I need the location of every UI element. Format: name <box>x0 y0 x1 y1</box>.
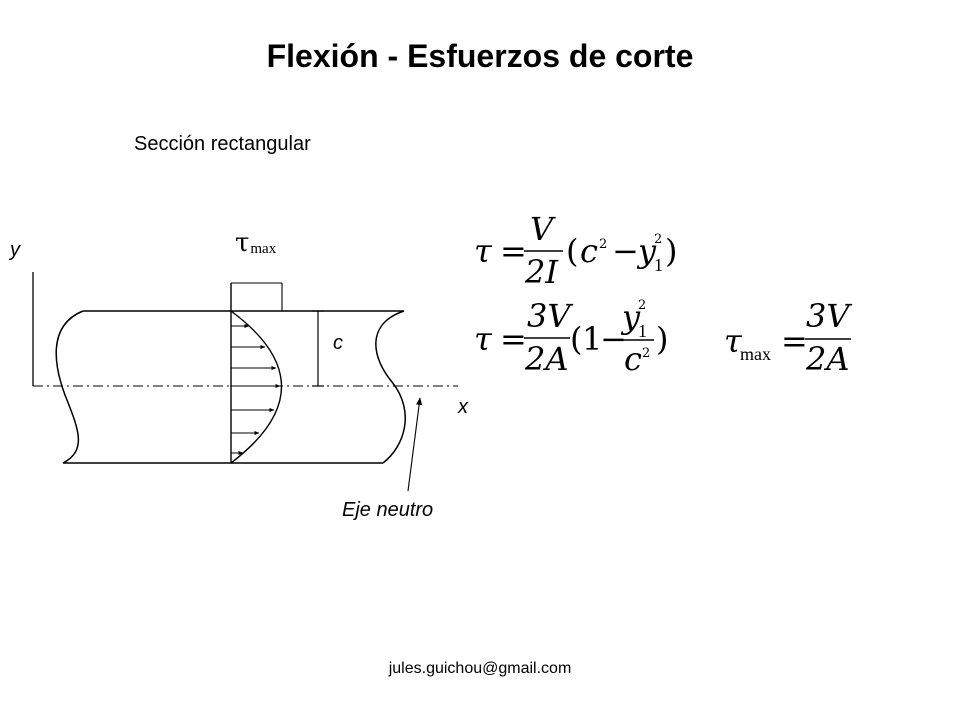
svg-text:1: 1 <box>654 255 663 275</box>
shear-distribution-curve <box>230 310 282 464</box>
svg-text:3V: 3V <box>806 297 852 335</box>
svg-text:1: 1 <box>638 321 647 341</box>
formula-1: τ = V 2I ( c 2 − y 1 2 ) <box>474 210 677 291</box>
c-label: c <box>333 332 343 354</box>
svg-text:V: V <box>530 210 556 248</box>
formula-3: τ max = 3V 2A <box>724 297 852 378</box>
svg-text:y: y <box>620 298 641 336</box>
page-title: Flexión - Esfuerzos de corte <box>266 38 694 74</box>
svg-text:=: = <box>500 320 527 358</box>
svg-text:−: − <box>612 232 639 270</box>
svg-text:τ: τ <box>474 232 493 270</box>
footer-email: jules.guichou@gmail.com <box>388 660 572 677</box>
svg-text:=: = <box>781 322 808 360</box>
svg-text:2I: 2I <box>524 253 559 291</box>
formula-2: τ = 3V 2A ( 1 − y 1 2 c 2 ) <box>474 297 668 378</box>
shear-arrows <box>231 324 281 455</box>
svg-text:(: ( <box>566 232 578 270</box>
tau-max-label: τmax <box>235 228 277 258</box>
section-subtitle: Sección rectangular <box>134 133 311 155</box>
svg-text:1: 1 <box>582 320 602 358</box>
svg-text:2: 2 <box>642 346 650 361</box>
svg-text:τ: τ <box>724 322 743 360</box>
svg-text:y: y <box>636 232 657 270</box>
neutral-axis-pointer <box>407 397 423 492</box>
svg-text:3V: 3V <box>527 297 573 335</box>
svg-text:): ) <box>665 232 677 270</box>
svg-text:c: c <box>624 340 642 378</box>
svg-text:max: max <box>740 344 771 364</box>
svg-text:2: 2 <box>638 298 646 313</box>
svg-text:2A: 2A <box>524 340 568 378</box>
c-dimension <box>312 310 324 387</box>
beam-section <box>55 310 406 464</box>
svg-text:2A: 2A <box>805 340 849 378</box>
svg-text:τ: τ <box>474 320 493 358</box>
svg-text:c: c <box>580 232 598 270</box>
y-axis-label: y <box>8 239 21 261</box>
neutral-axis-label: Eje neutro <box>342 499 433 521</box>
beam-left-break <box>55 310 84 464</box>
svg-text:−: − <box>600 320 627 358</box>
svg-text:2: 2 <box>599 237 607 252</box>
svg-text:(: ( <box>570 320 582 358</box>
svg-text:=: = <box>500 232 527 270</box>
svg-text:2: 2 <box>654 232 662 247</box>
x-axis-label: x <box>457 396 469 418</box>
svg-text:): ) <box>656 320 668 358</box>
beam-right-break <box>375 310 406 464</box>
